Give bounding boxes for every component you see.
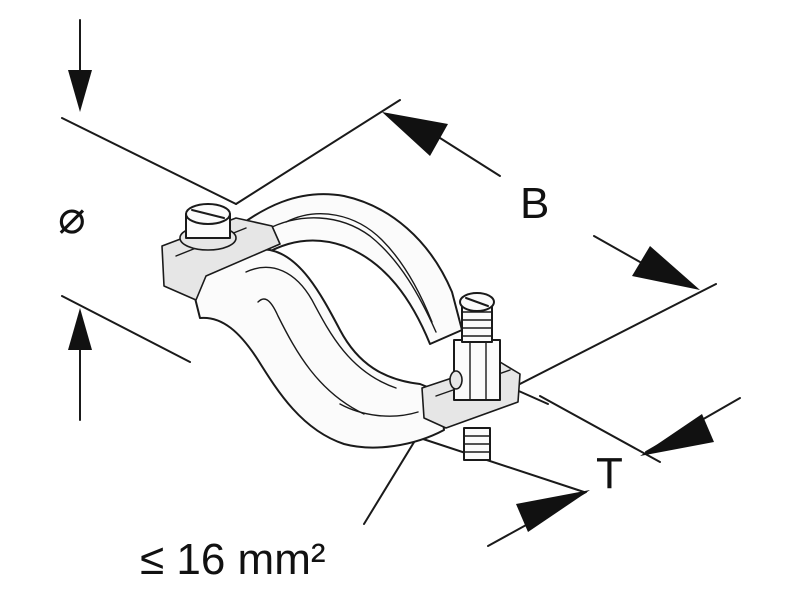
clamp-stripe-2 [265,217,437,333]
width-dimension-line-b [593,235,641,263]
cross-section-label: ≤ 16 mm² [140,535,326,584]
clamp [161,193,521,461]
thickness-arrow-bottom-head [516,490,590,532]
width-dimension [235,99,717,389]
diameter-arrow-bottom-head [68,308,92,350]
clamp-stripe-4 [339,403,419,417]
clamp-band-back [223,193,463,345]
bottom-stud-thread [463,435,491,453]
right-hex-nut-faces [469,339,487,401]
thickness-dimension [487,395,741,547]
width-arrow-left-head [382,112,448,156]
width-dimension-line-a [439,137,501,177]
right-hex-nut [453,339,501,401]
clamp-stripe-1 [245,266,397,389]
pipe-bottom-edge-left [61,295,191,363]
diameter-dimension [68,19,92,421]
pipe-bottom-edge-right [419,437,585,493]
thickness-extension-top [539,395,661,463]
clamp-slot-outline [257,298,365,415]
width-extension-line-right [511,283,717,389]
pipe-top-edge-left [61,117,237,205]
diameter-symbol: ⌀ [58,190,86,244]
width-arrow-right-head [632,246,700,290]
right-bolt [449,292,501,401]
width-extension-line-left [235,99,401,205]
thickness-arrow-top-head [640,414,714,456]
left-screw-slot [191,209,225,219]
clamp-stripe-3 [285,213,433,323]
width-label: B [520,179,550,228]
cable-lug-hole [449,370,463,390]
left-screw [179,203,237,251]
right-bolt-slot [465,297,489,307]
bottom-stud [463,427,491,461]
diameter-arrow-top-head [68,70,92,112]
thickness-label: T [596,449,623,498]
